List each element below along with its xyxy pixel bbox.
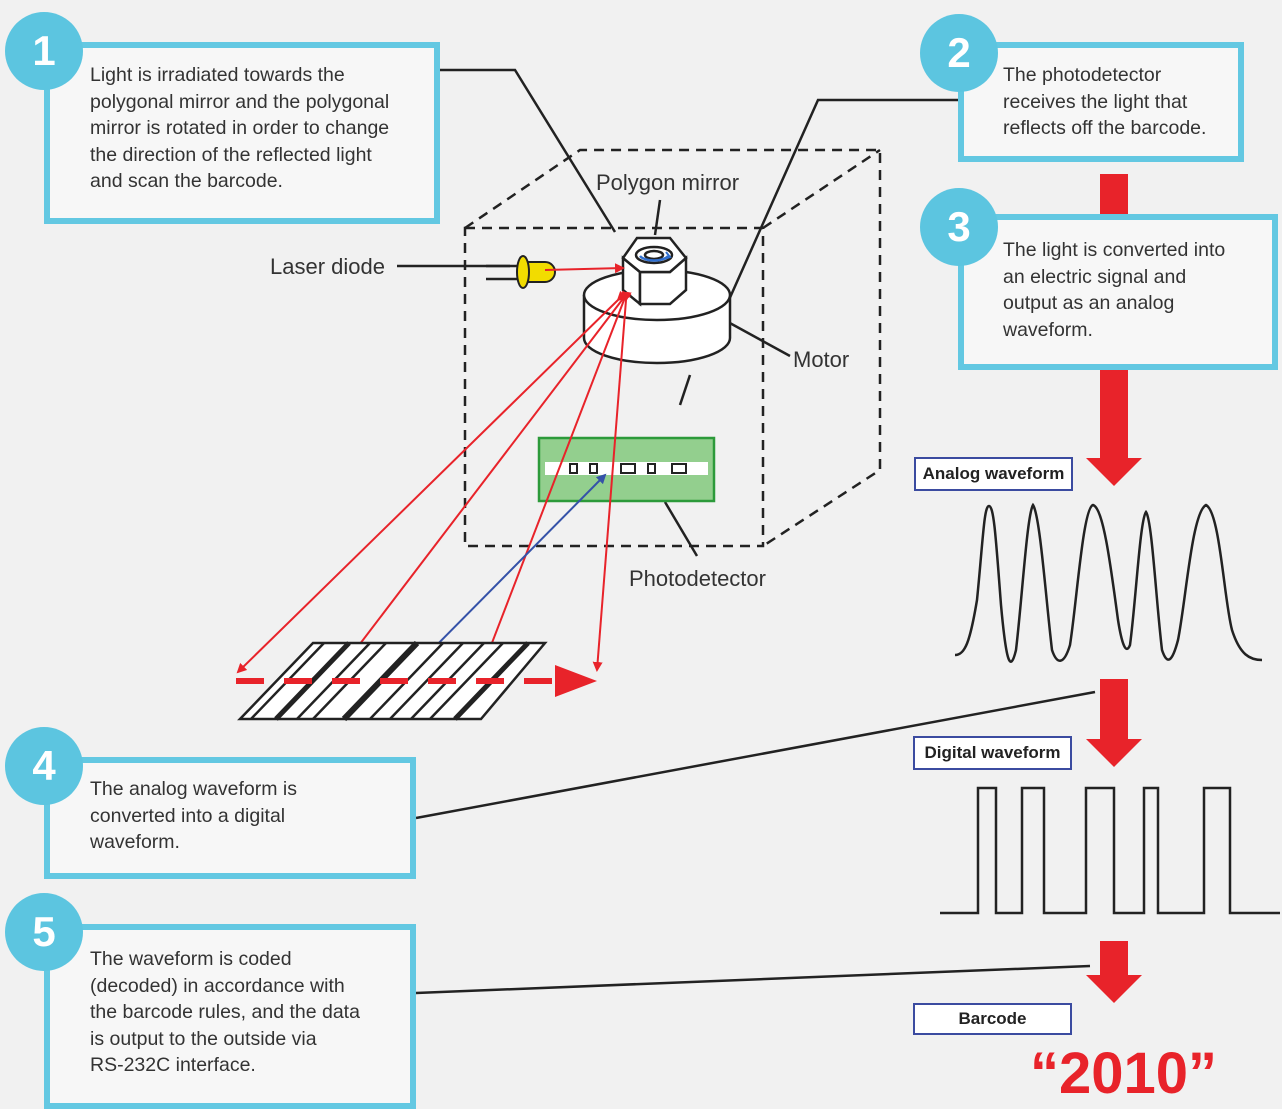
step-4-text: The analog waveform is converted into a …: [90, 778, 298, 853]
reflected-beam: [417, 473, 607, 665]
step-2-badge: 2: [920, 14, 998, 92]
down-arrow-icon: [1086, 174, 1142, 1003]
leader-lines: [397, 68, 1096, 995]
decoded-result: “2010”: [1030, 1041, 1218, 1106]
laser-diode-icon: [516, 255, 556, 289]
laser-diode-label: Laser diode: [270, 254, 385, 279]
laser-beams: [236, 263, 632, 676]
step-3-text: The light is converted into an electric …: [1003, 239, 1226, 341]
step-5-text: The waveform is coded (decoded) in accor…: [90, 948, 360, 1076]
step-1-box: [44, 42, 440, 224]
polygon-mirror-icon: [621, 236, 688, 307]
step-4-box: [44, 757, 416, 879]
step-2-box: [958, 42, 1244, 162]
barcode-icon: [236, 640, 597, 722]
step-1-badge: 1: [5, 12, 83, 90]
step-5-badge: 5: [5, 893, 83, 971]
digital-waveform: [940, 786, 1280, 915]
step-1-text: Light is irradiated towards the polygona…: [90, 64, 390, 192]
barcode-label: Barcode: [913, 1003, 1072, 1035]
step-5-box: [44, 924, 416, 1109]
photodetector-label: Photodetector: [629, 566, 766, 591]
analog-waveform-label: Analog waveform: [914, 457, 1073, 491]
step-4-badge: 4: [5, 727, 83, 805]
step-3-badge: 3: [920, 188, 998, 266]
step-2-text: The photodetector receives the light tha…: [1003, 64, 1207, 139]
photodetector-icon: [537, 436, 716, 503]
digital-waveform-label: Digital waveform: [913, 736, 1072, 770]
analog-waveform: [954, 502, 1263, 663]
motor-label: Motor: [793, 347, 850, 372]
step-3-box: [958, 214, 1278, 370]
polygon-mirror-label: Polygon mirror: [596, 170, 740, 195]
